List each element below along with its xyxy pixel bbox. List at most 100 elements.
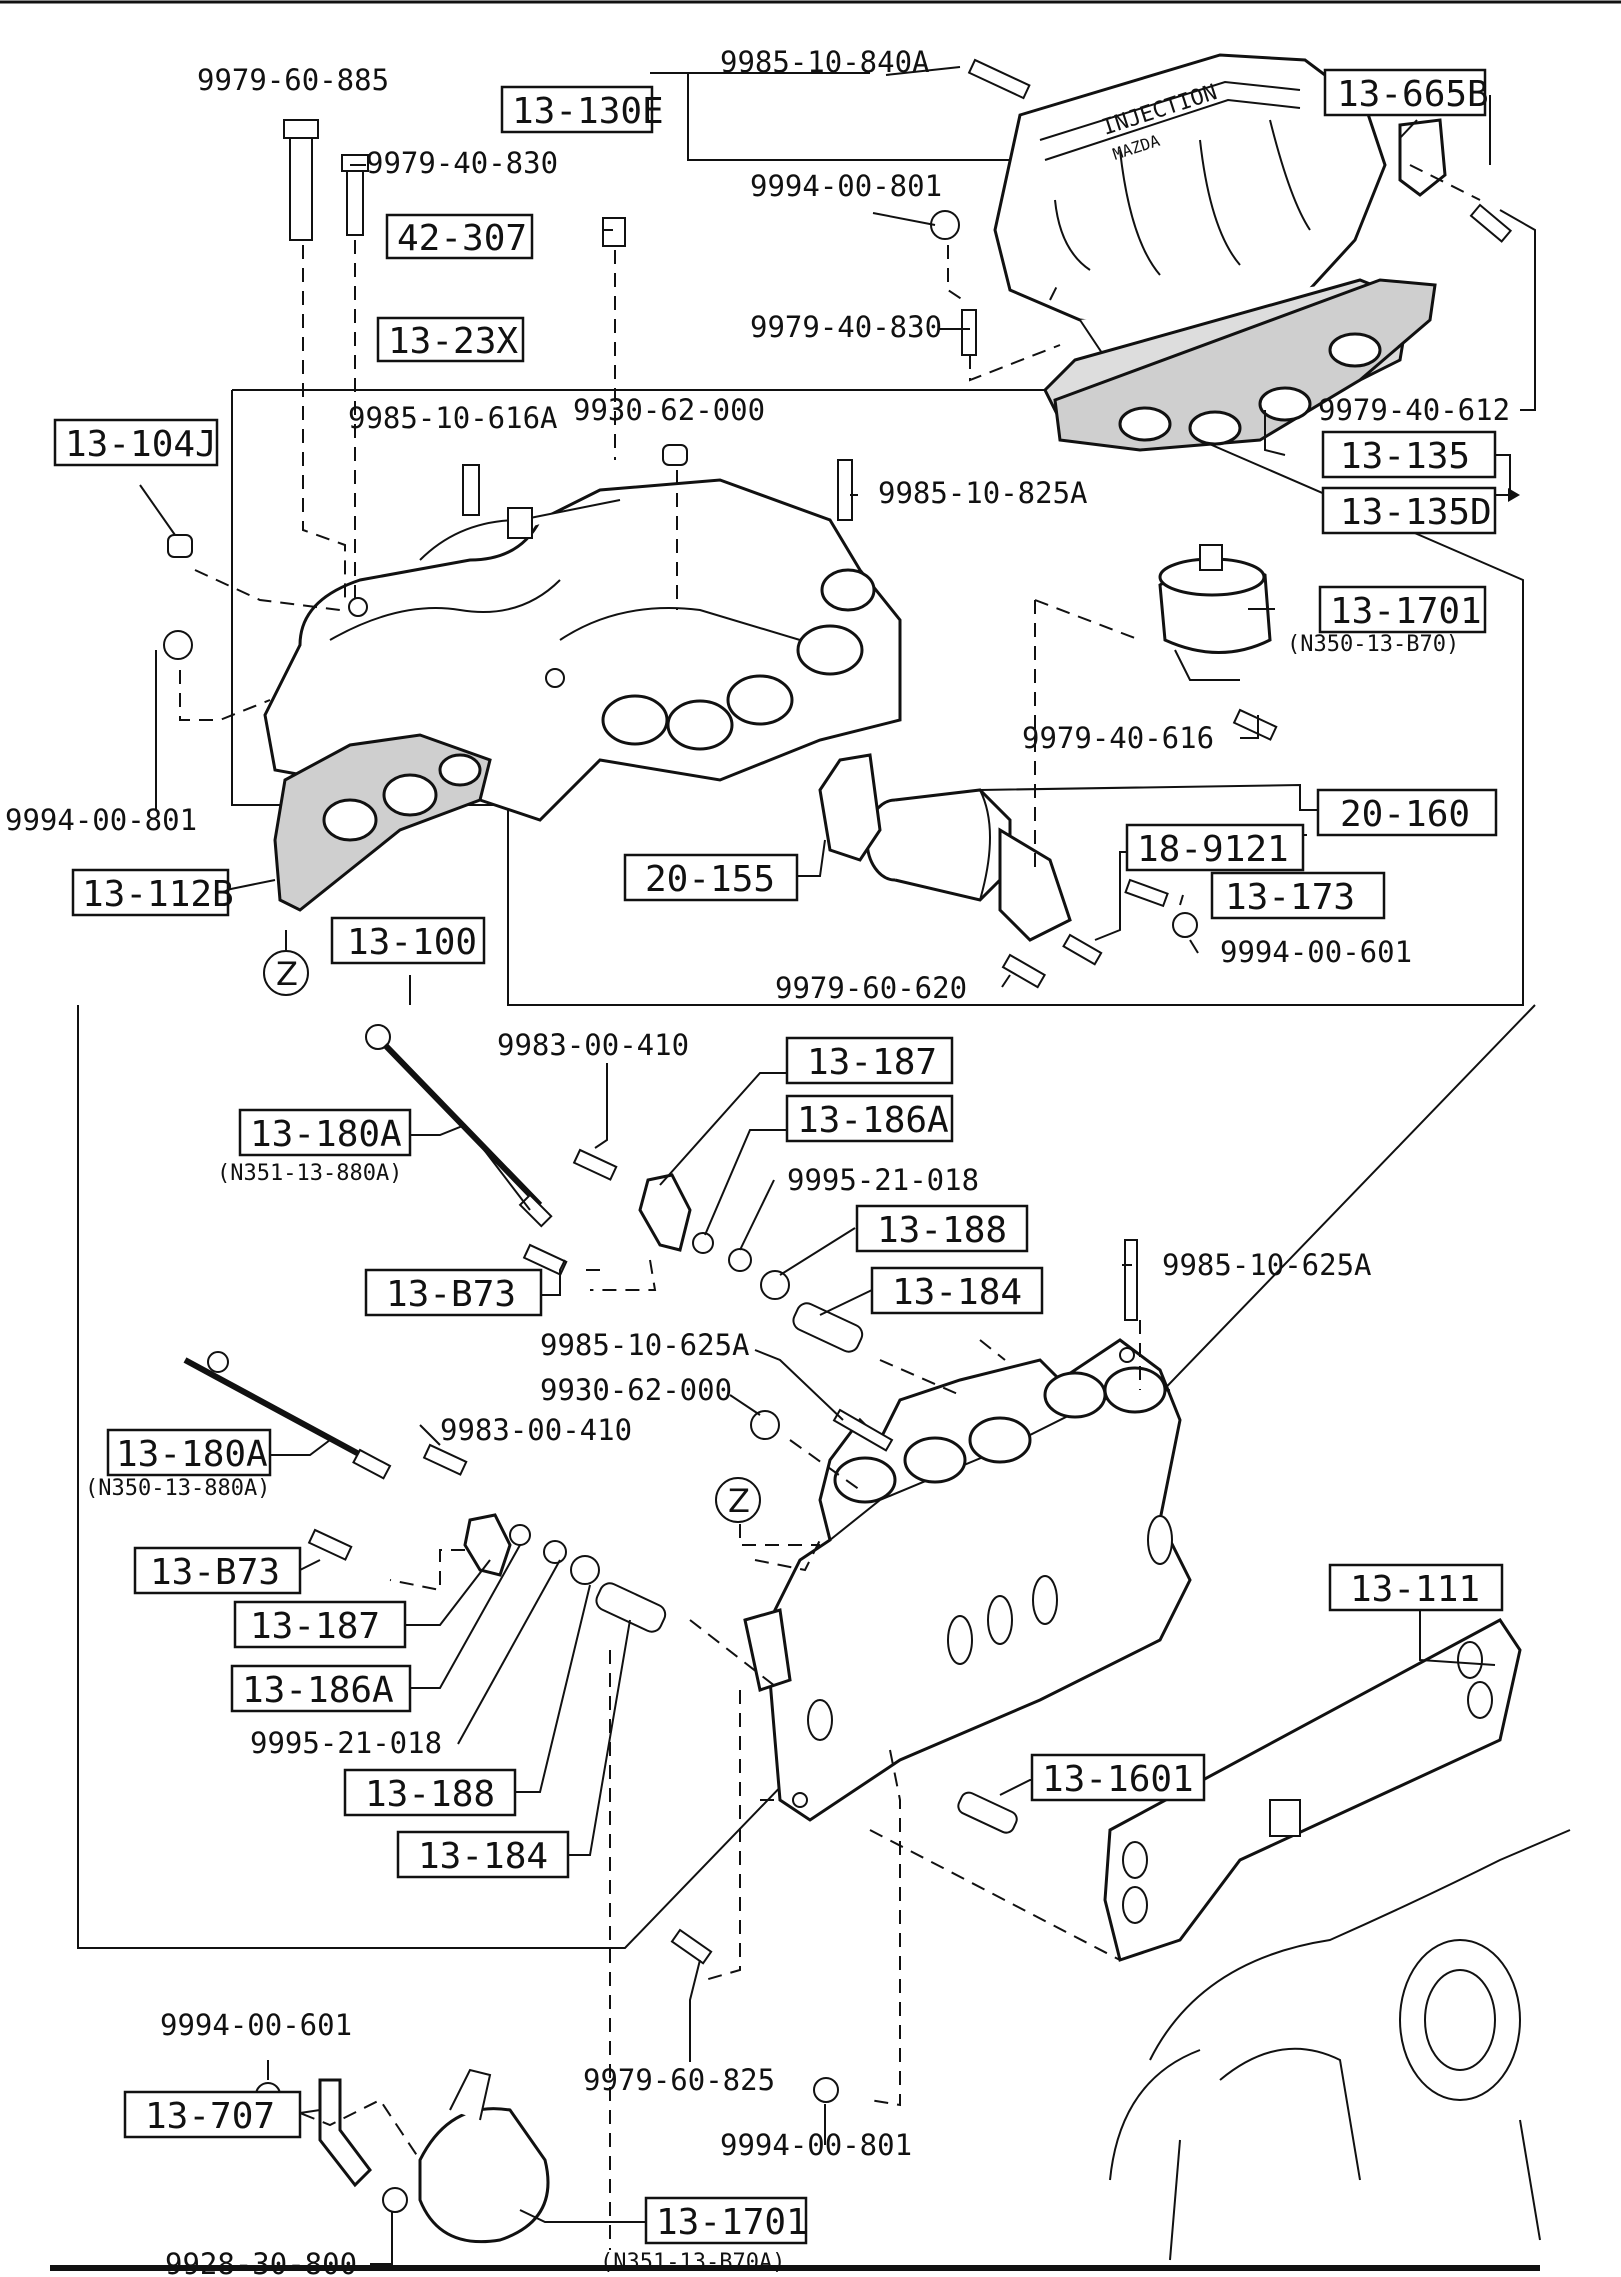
label-9985-10-825A[interactable]: 9985-10-825A — [878, 476, 1088, 510]
label-9930-62-000-mid[interactable]: 9930-62-000 — [540, 1373, 732, 1407]
callout-20-155[interactable]: 20-155 — [623, 853, 799, 902]
svg-text:13-180A: 13-180A — [116, 1434, 268, 1475]
label-9995-21-018-bottom[interactable]: 9995-21-018 — [250, 1726, 442, 1760]
bushing-icon — [760, 1270, 790, 1300]
callout-13-173[interactable]: 13-173 — [1210, 871, 1386, 920]
label-9979-40-830-right[interactable]: 9979-40-830 — [750, 310, 942, 344]
bolt-icon — [1232, 708, 1278, 741]
bolt-icon — [1062, 933, 1103, 966]
callout-13-188-bottom[interactable]: 13-188 — [343, 1768, 517, 1817]
bolt-icon — [346, 164, 364, 236]
label-9979-60-620[interactable]: 9979-60-620 — [775, 971, 967, 1005]
stud-icon — [837, 459, 853, 521]
callout-13-184-top[interactable]: 13-184 — [870, 1266, 1044, 1315]
label-9979-60-885[interactable]: 9979-60-885 — [197, 63, 389, 97]
label-9983-00-410-bottom[interactable]: 9983-00-410 — [440, 1413, 632, 1447]
svg-text:13-100: 13-100 — [347, 922, 477, 963]
clip-icon — [509, 1524, 531, 1546]
label-9979-40-612[interactable]: 9979-40-612 — [1318, 393, 1510, 427]
bolt-icon — [961, 309, 977, 356]
label-9979-40-616[interactable]: 9979-40-616 — [1022, 721, 1214, 755]
callout-13-1701-bottom[interactable]: 13-1701 — [644, 2196, 808, 2245]
label-9994-00-601-top[interactable]: 9994-00-601 — [1220, 935, 1412, 969]
label-9994-00-801-left[interactable]: 9994-00-801 — [5, 803, 197, 837]
callout-13-180A-bottom[interactable]: 13-180A — [106, 1428, 272, 1477]
label-N350-13-880A: (N350-13-880A) — [85, 1476, 270, 1501]
callout-13-188-top[interactable]: 13-188 — [855, 1204, 1029, 1253]
label-9985-10-616A[interactable]: 9985-10-616A — [348, 401, 558, 435]
label-9995-21-018-top[interactable]: 9995-21-018 — [787, 1163, 979, 1197]
callout-13-184-bottom[interactable]: 13-184 — [396, 1830, 570, 1879]
label-N350-13-B70: (N350-13-B70) — [1287, 632, 1459, 657]
callout-13-130E[interactable]: 13-130E — [500, 85, 664, 134]
label-9979-60-825[interactable]: 9979-60-825 — [583, 2063, 775, 2097]
callout-13-187-top[interactable]: 13-187 — [785, 1036, 954, 1085]
plug-icon — [662, 444, 688, 466]
plug-icon — [167, 534, 193, 558]
svg-text:13-184: 13-184 — [892, 1272, 1022, 1313]
callout-13-B73-bottom[interactable]: 13-B73 — [133, 1546, 302, 1595]
bolt-icon — [522, 1243, 568, 1276]
actuator-13-1701-top — [1158, 544, 1272, 681]
callout-13-112B[interactable]: 13-112B — [71, 868, 234, 917]
svg-text:13-184: 13-184 — [418, 1836, 548, 1877]
svg-text:13-1701: 13-1701 — [1330, 591, 1482, 632]
svg-text:42-307: 42-307 — [397, 218, 527, 259]
label-9985-10-625A-right[interactable]: 9985-10-625A — [1162, 1248, 1372, 1282]
callout-13-104J[interactable]: 13-104J — [53, 418, 219, 467]
svg-text:13-707: 13-707 — [145, 2096, 275, 2137]
callout-13-665B[interactable]: 13-665B — [1323, 68, 1489, 117]
washer-icon — [543, 1540, 567, 1564]
svg-text:20-155: 20-155 — [645, 859, 775, 900]
stud-icon — [967, 58, 1031, 100]
callout-13-135[interactable]: 13-135 — [1321, 430, 1497, 479]
shaft-icon — [595, 1582, 667, 1633]
label-9985-10-840A[interactable]: 9985-10-840A — [720, 45, 930, 79]
callout-13-707[interactable]: 13-707 — [123, 2090, 302, 2139]
pin-icon — [957, 1791, 1018, 1834]
callout-13-186A-bottom[interactable]: 13-186A — [230, 1664, 412, 1713]
z-marker-label: Z — [276, 955, 298, 993]
callout-13-100[interactable]: 13-100 — [330, 916, 486, 965]
bolt-head-icon — [341, 154, 369, 172]
svg-text:13-1701: 13-1701 — [656, 2202, 808, 2243]
svg-text:13-130E: 13-130E — [512, 91, 664, 132]
label-9979-40-830-top[interactable]: 9979-40-830 — [366, 146, 558, 180]
bolt-icon — [307, 1528, 353, 1561]
callout-13-187-bottom[interactable]: 13-187 — [233, 1600, 407, 1649]
label-9930-62-000-top[interactable]: 9930-62-000 — [573, 393, 765, 427]
svg-text:13-186A: 13-186A — [797, 1100, 949, 1141]
actuator-13-1701-bottom — [418, 2068, 550, 2244]
callout-13-1601[interactable]: 13-1601 — [1030, 1753, 1206, 1802]
callout-42-307[interactable]: 42-307 — [385, 213, 534, 260]
callout-13-111[interactable]: 13-111 — [1328, 1563, 1504, 1612]
callout-13-135D[interactable]: 13-135D — [1321, 486, 1497, 535]
bolt-icon — [572, 1148, 618, 1181]
bolt-icon — [1469, 203, 1513, 243]
label-9994-00-801-bottom[interactable]: 9994-00-801 — [720, 2128, 912, 2162]
shaft-icon — [792, 1302, 864, 1353]
engine-block — [1109, 1829, 1571, 2261]
callout-13-186A-top[interactable]: 13-186A — [785, 1094, 954, 1143]
label-9983-00-410-top[interactable]: 9983-00-410 — [497, 1028, 689, 1062]
svg-text:18-9121: 18-9121 — [1137, 829, 1289, 870]
bolt-icon — [670, 1928, 713, 1965]
callout-13-1701-top[interactable]: 13-1701 — [1318, 585, 1487, 634]
callout-18-9121[interactable]: 18-9121 — [1125, 823, 1305, 872]
label-9994-00-601-bottom[interactable]: 9994-00-601 — [160, 2008, 352, 2042]
intake-manifold-lower — [743, 1338, 1192, 1822]
svg-text:13-187: 13-187 — [250, 1606, 380, 1647]
label-9994-00-801-top[interactable]: 9994-00-801 — [750, 169, 942, 203]
svg-text:13-186A: 13-186A — [242, 1670, 394, 1711]
nut-icon — [1172, 912, 1198, 938]
nut-icon — [163, 630, 193, 660]
bolt-icon — [289, 129, 313, 241]
callout-13-23X[interactable]: 13-23X — [376, 316, 525, 363]
label-9985-10-625A-mid[interactable]: 9985-10-625A — [540, 1328, 750, 1362]
label-9928-30-800[interactable]: 9928-30-800 — [165, 2247, 357, 2277]
callout-13-180A-top[interactable]: 13-180A — [238, 1108, 412, 1157]
callout-20-160[interactable]: 20-160 — [1316, 788, 1498, 837]
callout-13-B73-top[interactable]: 13-B73 — [364, 1268, 543, 1317]
bushing-icon — [570, 1555, 600, 1585]
